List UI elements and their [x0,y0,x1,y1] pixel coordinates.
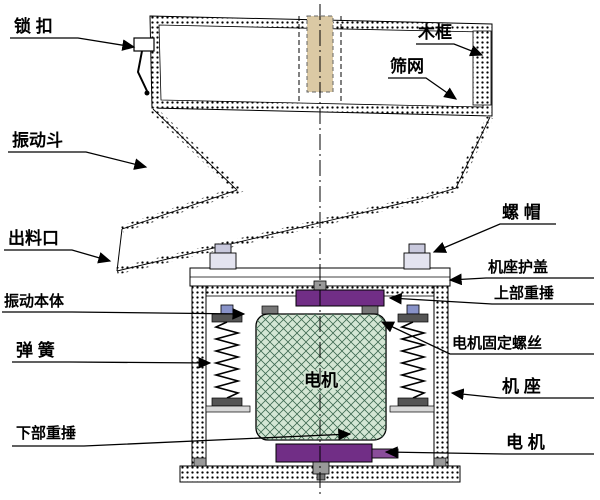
clamp-nut-left [209,243,237,270]
funnel-pan [116,106,494,275]
leader-nut [432,223,556,253]
lower-bolt-tip [316,473,326,481]
label-upper-weight: 上部重捶 [494,284,554,302]
motor-inner-label: 电机 [304,370,338,390]
label-spring: 弹 簧 [16,340,55,360]
leader-spring [12,357,212,369]
right-spring-shelf [389,405,435,413]
leader-motor-screw [380,321,594,355]
label-motor-right: 电 机 [506,432,545,452]
lock-clasp [133,37,155,96]
leader-vibration-body [2,308,246,320]
label-motor-screw: 电机固定螺丝 [452,334,542,352]
motor-mount-right [361,305,379,315]
left-spring-shelf [205,405,251,413]
leader-machine-base [450,388,594,401]
leader-wooden-frame [416,43,484,57]
label-lower-weight: 下部重捶 [16,424,76,442]
leader-upper-weight [388,292,594,305]
leader-lock [10,37,136,51]
clamp-nut-right [403,243,431,270]
label-vibration-body: 振动本体 [4,292,65,310]
label-screen-mesh: 筛网 [390,56,424,76]
wooden-frame [472,30,492,106]
right-wall [433,285,449,477]
leader-lower-weight [12,428,352,447]
motor-body: 电机 [255,305,387,441]
base-bolt-right [433,457,447,467]
leader-screen-mesh [388,77,458,100]
leader-discharge [4,249,112,264]
label-hopper: 振动斗 [12,130,63,150]
leader-hopper [8,151,148,170]
motor-shaft [371,448,399,459]
label-discharge: 出料口 [8,228,59,248]
left-wall [191,285,207,477]
label-wooden-frame: 木框 [417,22,452,42]
center-feed-tube [298,15,342,104]
leader-base-cover [448,273,594,286]
base-bolt-left [193,457,207,467]
leader-motor-right [384,446,594,459]
discharge-spout-mouth [116,228,123,272]
left-spring [205,304,251,413]
right-spring [389,304,435,413]
label-lock: 锁 扣 [14,16,53,36]
label-machine-base: 机 座 [502,376,541,396]
label-base-cover: 机座护盖 [488,258,548,276]
motor-mount-left [261,305,279,315]
label-nut: 螺 帽 [502,202,541,222]
lower-bolt [312,461,330,475]
